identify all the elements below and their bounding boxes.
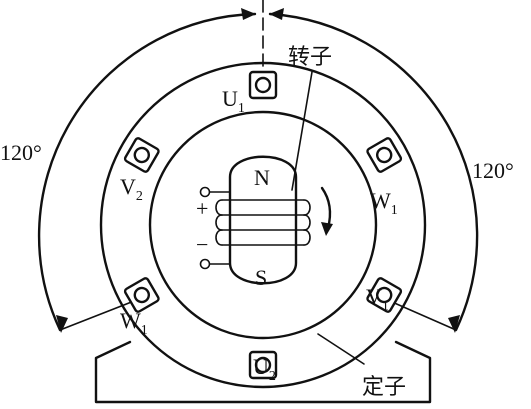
rotor [199,155,311,285]
coil-label-w1-right: W1 [370,188,398,218]
slot-v1 [366,277,403,313]
coil-label-v1: V1 [366,284,389,314]
field-winding [215,199,311,246]
slot-u1 [248,70,278,100]
arc-left [37,12,257,332]
stator-label: 定子 [362,375,406,400]
stator-inner [148,110,378,340]
terminal-negative [199,258,211,270]
coil-label-u2: U2 [253,354,276,384]
coil-side [376,286,393,304]
pole-south-label: S [255,265,267,290]
coil-label-w1-left: W1 [120,308,148,338]
arrowhead-top-right [269,8,284,20]
rotor-label: 转子 [288,45,332,70]
coil-side [133,146,151,164]
stator-leader [317,333,365,365]
slot-w1-left [123,277,160,313]
stator-outer [99,61,427,389]
plus-sign: + [196,196,208,221]
slot-u2 [248,350,278,380]
pole-north-label: N [254,165,270,190]
stator-slots [123,70,403,380]
rotation-arrowhead [321,222,333,236]
angle-arcs [37,8,479,333]
minus-sign: − [196,232,208,257]
lead-positive [209,191,231,201]
coil-side [376,146,393,164]
rotor-leader [291,71,313,191]
arrowhead-bottom-right [448,315,460,333]
rotation-arrow [320,186,332,230]
arrowhead-top-left [241,8,256,20]
coil-label-u1: U1 [222,86,245,116]
arrowhead-bottom-left [56,315,68,333]
lead-negative [209,244,231,265]
coil-side [254,356,272,374]
slot-v2 [123,137,160,173]
slot-w1-right [366,137,403,173]
arc-right [268,12,479,332]
angle-label-right: 120° [472,158,514,183]
machine-base [94,340,432,404]
coil-side [133,286,151,304]
angle-label-left: 120° [0,140,42,165]
rotor-pole-shape [228,155,298,285]
coil-side [254,76,272,94]
coil-label-v2: V2 [120,174,143,204]
